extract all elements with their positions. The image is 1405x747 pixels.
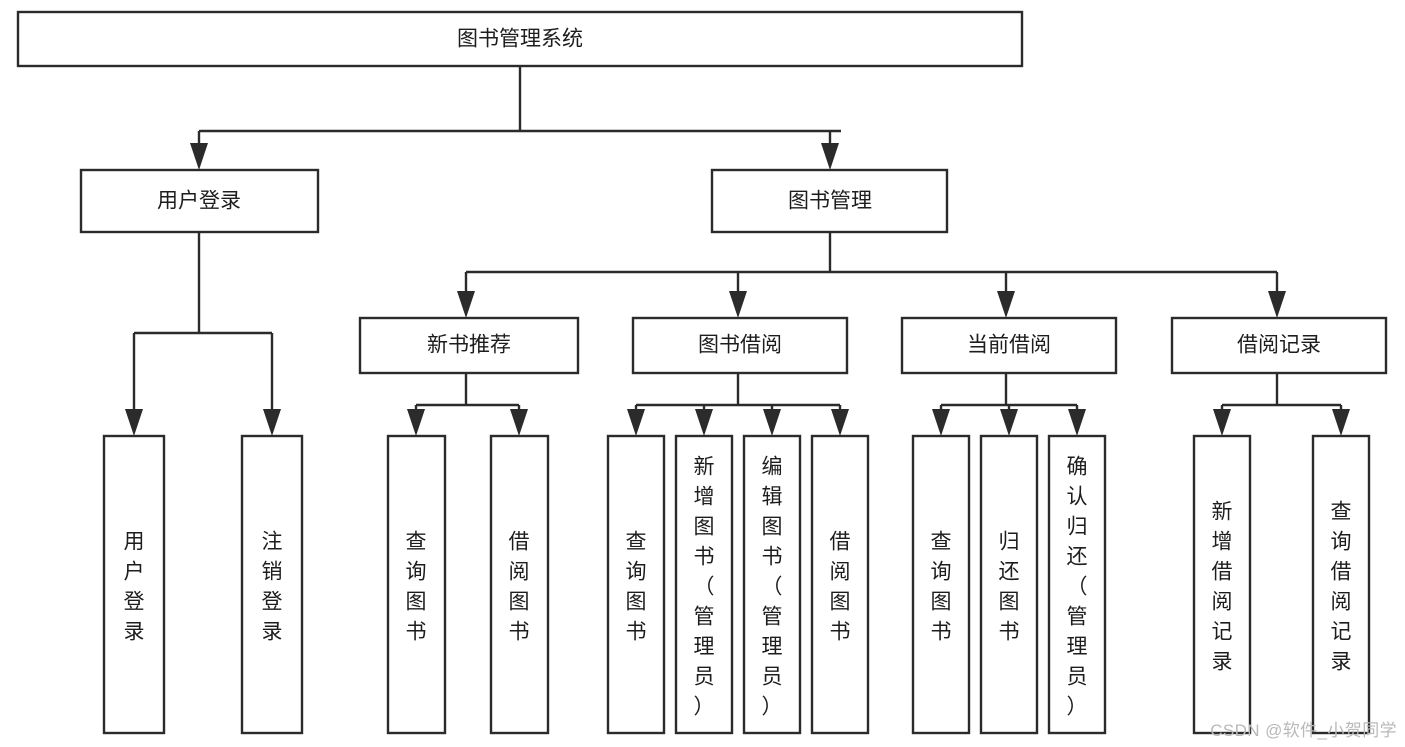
node-leaf-return-book-label: 归还图书 — [999, 530, 1020, 643]
node-book-borrow[interactable]: 图书借阅 — [631, 316, 849, 375]
node-leaf-query-book-2-label: 查询图书 — [626, 530, 647, 643]
connector-layer — [132, 66, 1343, 409]
arrowhead-icon — [125, 409, 143, 436]
node-borrow-record[interactable]: 借阅记录 — [1170, 316, 1388, 375]
arrowhead-icon — [263, 409, 281, 436]
node-book-manage-box[interactable] — [710, 168, 949, 234]
node-book-manage[interactable]: 图书管理 — [710, 168, 949, 234]
arrowhead-icon — [695, 409, 713, 436]
node-leaf-add-record-box[interactable] — [1192, 434, 1252, 735]
arrowhead-icon — [1268, 291, 1286, 318]
node-leaf-borrow-book-2-label: 借阅图书 — [830, 530, 851, 643]
node-root-label: 图书管理系统 — [457, 28, 583, 51]
arrowhead-icon — [1000, 409, 1018, 436]
arrowhead-icon — [1332, 409, 1350, 436]
node-leaf-borrow-book-1-box[interactable] — [489, 434, 550, 735]
arrowhead-icon — [831, 409, 849, 436]
node-leaf-edit-book[interactable]: 编辑图书（管理员） — [742, 434, 802, 735]
node-leaf-query-book-3[interactable]: 查询图书 — [911, 434, 971, 735]
node-leaf-logout-box[interactable] — [240, 434, 304, 735]
arrowhead-icon — [932, 409, 950, 436]
node-root-box[interactable] — [16, 10, 1024, 68]
node-leaf-borrow-book-1[interactable]: 借阅图书 — [489, 434, 550, 735]
csdn-watermark: CSDN @软件_小贺同学 — [1210, 721, 1397, 740]
node-new-book-rec-box[interactable] — [358, 316, 580, 375]
node-leaf-add-book[interactable]: 新增图书（管理员） — [674, 434, 734, 735]
arrowhead-icon — [510, 409, 528, 436]
arrowhead-icon — [821, 143, 839, 170]
node-user-login[interactable]: 用户登录 — [79, 168, 320, 234]
node-leaf-query-book-1[interactable]: 查询图书 — [386, 434, 447, 735]
node-book-manage-label: 图书管理 — [788, 190, 872, 213]
node-leaf-borrow-book-2[interactable]: 借阅图书 — [810, 434, 870, 735]
node-leaf-add-record[interactable]: 新增借阅记录 — [1192, 434, 1252, 735]
node-leaf-query-record[interactable]: 查询借阅记录 — [1311, 434, 1371, 735]
node-leaf-query-record-label: 查询借阅记录 — [1331, 500, 1352, 673]
node-leaf-user-login-box[interactable] — [102, 434, 166, 735]
arrowhead-icon — [190, 143, 208, 170]
node-leaf-query-book-3-label: 查询图书 — [931, 530, 952, 643]
arrowhead-icon — [997, 291, 1015, 318]
node-leaf-user-login-label: 用户登录 — [124, 530, 145, 643]
node-new-book-rec-label: 新书推荐 — [427, 334, 511, 357]
node-leaf-query-book-2[interactable]: 查询图书 — [606, 434, 666, 735]
node-leaf-add-record-label: 新增借阅记录 — [1212, 500, 1233, 673]
node-new-book-rec[interactable]: 新书推荐 — [358, 316, 580, 375]
node-user-login-box[interactable] — [79, 168, 320, 234]
arrowhead-icon — [1068, 409, 1086, 436]
node-current-borrow[interactable]: 当前借阅 — [900, 316, 1118, 375]
node-leaf-add-book-label: 新增图书（管理员） — [694, 455, 715, 718]
node-user-login-label: 用户登录 — [157, 190, 241, 213]
node-leaf-query-book-3-box[interactable] — [911, 434, 971, 735]
node-leaf-confirm-return[interactable]: 确认归还（管理员） — [1047, 434, 1107, 735]
node-leaf-query-book-1-label: 查询图书 — [406, 530, 427, 643]
arrowhead-icon — [1213, 409, 1231, 436]
node-leaf-confirm-return-box[interactable] — [1047, 434, 1107, 735]
node-current-borrow-box[interactable] — [900, 316, 1118, 375]
node-root[interactable]: 图书管理系统 — [16, 10, 1024, 68]
node-leaf-borrow-book-1-label: 借阅图书 — [509, 530, 530, 643]
node-borrow-record-box[interactable] — [1170, 316, 1388, 375]
node-current-borrow-label: 当前借阅 — [967, 334, 1051, 357]
node-leaf-add-book-box[interactable] — [674, 434, 734, 735]
leaf-layer: 用户登录 注销登录 查询图书 借阅图书 查询图书 新增图书（管理员） — [102, 434, 1371, 735]
node-borrow-record-label: 借阅记录 — [1237, 334, 1321, 357]
node-leaf-logout[interactable]: 注销登录 — [240, 434, 304, 735]
node-leaf-edit-book-label: 编辑图书（管理员） — [762, 455, 783, 718]
arrowhead-icon — [729, 291, 747, 318]
node-book-borrow-box[interactable] — [631, 316, 849, 375]
node-leaf-query-book-2-box[interactable] — [606, 434, 666, 735]
arrowhead-icon — [627, 409, 645, 436]
node-leaf-query-record-box[interactable] — [1311, 434, 1371, 735]
node-book-borrow-label: 图书借阅 — [698, 334, 782, 357]
node-leaf-logout-label: 注销登录 — [262, 530, 283, 643]
node-leaf-user-login[interactable]: 用户登录 — [102, 434, 166, 735]
arrowhead-icon — [407, 409, 425, 436]
node-leaf-return-book[interactable]: 归还图书 — [979, 434, 1039, 735]
arrowhead-icon — [763, 409, 781, 436]
node-leaf-edit-book-box[interactable] — [742, 434, 802, 735]
node-leaf-query-book-1-box[interactable] — [386, 434, 447, 735]
node-leaf-borrow-book-2-box[interactable] — [810, 434, 870, 735]
node-leaf-return-book-box[interactable] — [979, 434, 1039, 735]
arrowhead-icon — [457, 291, 475, 318]
node-leaf-confirm-return-label: 确认归还（管理员） — [1067, 455, 1088, 718]
arrowhead-layer — [125, 143, 1350, 436]
